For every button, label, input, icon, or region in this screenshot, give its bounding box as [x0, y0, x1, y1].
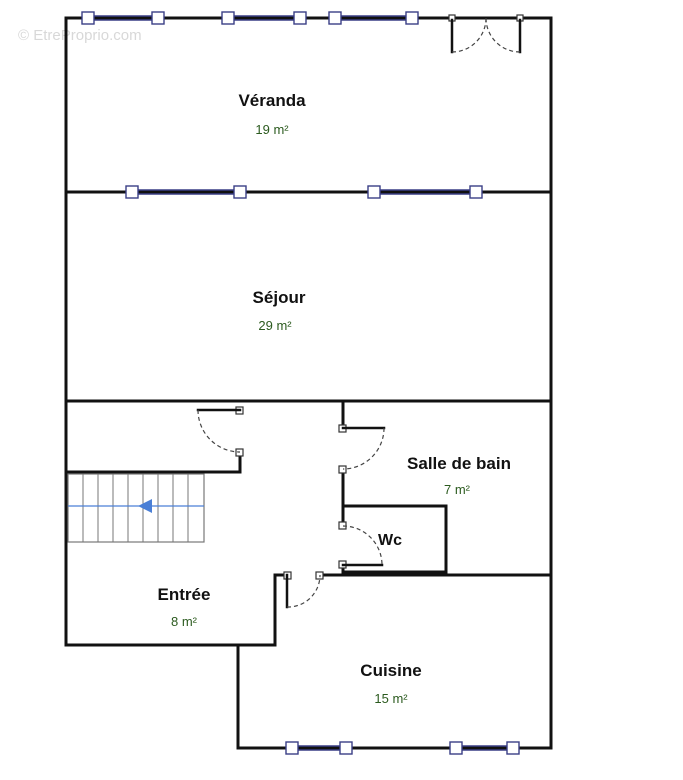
- window: [367, 185, 483, 199]
- window: [221, 11, 307, 25]
- room-sejour: Séjour 29 m²: [253, 288, 306, 333]
- door: [448, 14, 524, 54]
- walls: [64, 16, 553, 750]
- window: [328, 11, 419, 25]
- watermark: © EtreProprio.com: [18, 27, 142, 44]
- room-area: 19 m²: [255, 122, 289, 137]
- window: [285, 741, 353, 755]
- doors: [196, 14, 524, 609]
- windows: [81, 11, 520, 755]
- room-entree: Entrée 8 m²: [158, 585, 211, 629]
- room-veranda: Véranda 19 m²: [238, 91, 306, 137]
- window: [125, 185, 247, 199]
- room-name: Véranda: [238, 91, 306, 110]
- room-salle-de-bain: Salle de bain 7 m²: [407, 454, 511, 497]
- room-area: 29 m²: [258, 318, 292, 333]
- window: [81, 11, 165, 25]
- stair-direction-arrow-icon: [138, 499, 152, 513]
- window: [449, 741, 520, 755]
- room-area: 15 m²: [374, 691, 408, 706]
- door: [338, 424, 386, 474]
- staircase: [67, 473, 205, 543]
- room-name: Wc: [378, 532, 402, 549]
- room-area: 8 m²: [171, 614, 198, 629]
- room-name: Séjour: [253, 288, 306, 307]
- room-cuisine: Cuisine 15 m²: [360, 661, 421, 706]
- room-name: Salle de bain: [407, 454, 511, 473]
- door: [283, 571, 324, 609]
- room-name: Entrée: [158, 585, 211, 604]
- room-name: Cuisine: [360, 661, 421, 680]
- door: [196, 406, 244, 457]
- room-wc: Wc: [378, 532, 402, 549]
- room-area: 7 m²: [444, 482, 471, 497]
- door: [338, 521, 384, 569]
